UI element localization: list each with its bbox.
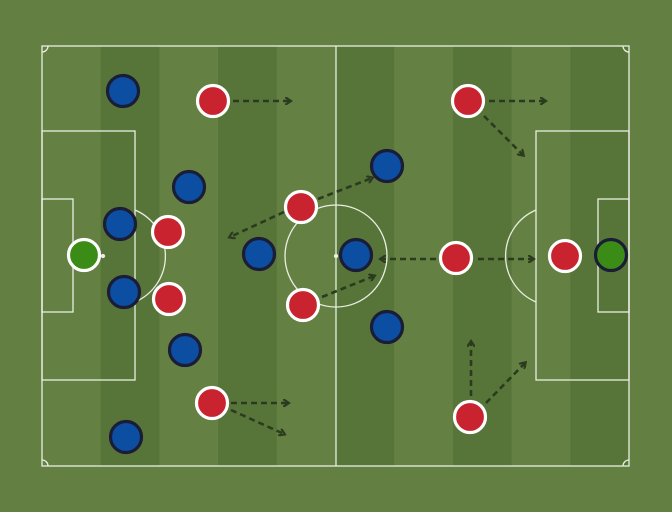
pitch-stripe <box>276 46 336 466</box>
blue-player <box>241 236 277 272</box>
left-penalty-arc <box>134 209 167 303</box>
blue-player <box>338 237 374 273</box>
red-player <box>151 281 187 317</box>
pitch-stripe <box>100 46 160 466</box>
center-circle <box>284 204 388 308</box>
players <box>66 73 629 455</box>
red-player <box>285 287 321 323</box>
blue-player <box>106 274 142 310</box>
blue-player <box>105 73 141 109</box>
red-player <box>283 189 319 225</box>
corner-arc <box>41 459 49 467</box>
right-penalty-arc <box>504 209 537 303</box>
movement-arrow <box>483 115 523 155</box>
red-player <box>452 399 488 435</box>
movement-arrows <box>230 101 545 434</box>
corner-arc <box>622 45 630 53</box>
corner-arc <box>41 45 49 53</box>
left-penalty-spot <box>100 253 106 259</box>
blue-player <box>167 332 203 368</box>
blue-player <box>102 206 138 242</box>
blue-player <box>369 309 405 345</box>
center-spot <box>333 253 339 259</box>
red-player <box>547 238 583 274</box>
red-player <box>195 83 231 119</box>
red-player <box>438 240 474 276</box>
red-player <box>194 385 230 421</box>
blue-player <box>108 419 144 455</box>
blue-player <box>171 169 207 205</box>
corner-arc <box>622 459 630 467</box>
blue-player <box>369 148 405 184</box>
red-player <box>450 83 486 119</box>
right-goalkeeper <box>593 237 629 273</box>
left-goalkeeper <box>66 237 102 273</box>
red-player <box>150 214 186 250</box>
